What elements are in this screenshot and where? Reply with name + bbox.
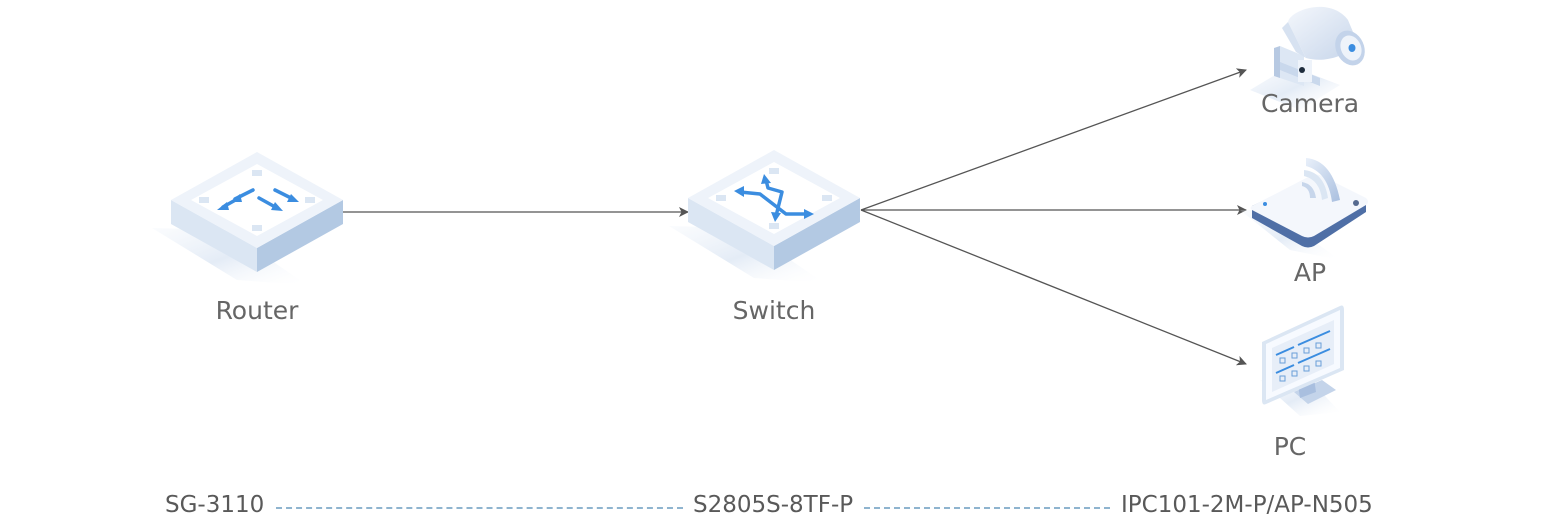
router-icon[interactable] — [152, 152, 343, 285]
camera-label: Camera — [1260, 89, 1360, 118]
camera-icon[interactable] — [1250, 6, 1370, 110]
router-model: SG-3110 — [165, 492, 265, 518]
endpoint-models: IPC101-2M-P/AP-N505 — [1121, 492, 1373, 518]
ap-label: AP — [1293, 258, 1327, 287]
dashed-connector — [864, 507, 1110, 509]
access-point-icon[interactable] — [1240, 158, 1368, 260]
switch-model: S2805S-8TF-P — [693, 492, 854, 518]
switch-label: Switch — [732, 296, 816, 325]
connections — [343, 68, 1247, 366]
monitor-icon[interactable] — [1260, 305, 1344, 417]
edge-switch-pc — [860, 209, 1247, 366]
switch-icon[interactable] — [669, 150, 860, 283]
edge-switch-camera — [860, 68, 1247, 211]
router-label: Router — [215, 296, 299, 325]
pc-label: PC — [1273, 432, 1307, 461]
dashed-connector — [276, 507, 683, 509]
